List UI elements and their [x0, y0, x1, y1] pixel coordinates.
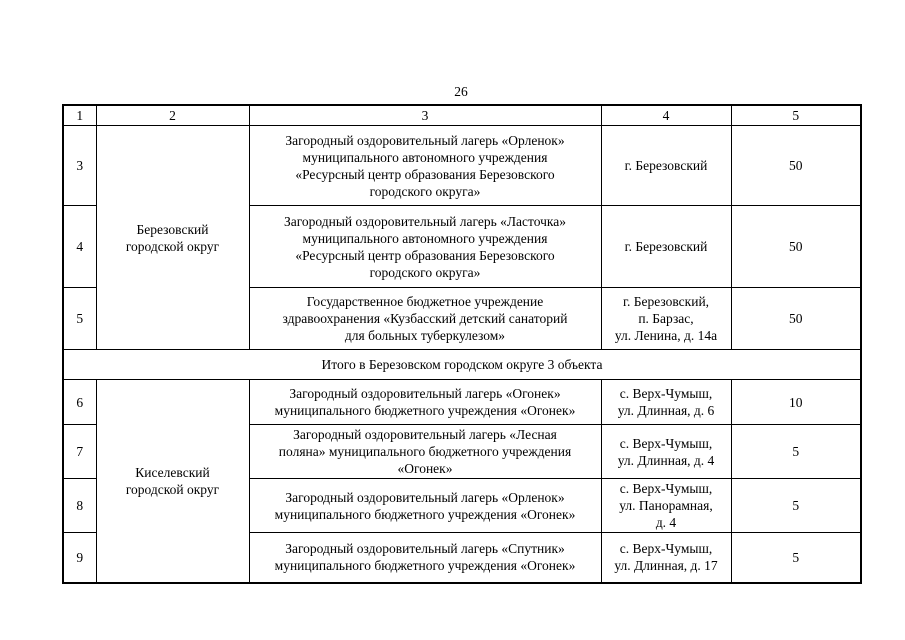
page-number: 26 [454, 84, 468, 99]
facility-capacity: 50 [730, 287, 862, 350]
facility-address: с. Верх-Чумыш, ул. Панорамная, д. 4 [600, 478, 732, 533]
facility-name: Загородный оздоровительный лагерь «Спутн… [248, 532, 602, 583]
table-row: 5 Государственное бюджетное учреждение з… [62, 287, 862, 350]
row-number: 3 [62, 125, 97, 206]
facility-address: с. Верх-Чумыш, ул. Длинная, д. 6 [600, 379, 732, 425]
facility-name: Загородный оздоровительный лагерь «Ласто… [248, 205, 602, 288]
subtotal-cell: Итого в Березовском городском округе 3 о… [62, 349, 862, 380]
table-row: 8 Загородный оздоровительный лагерь «Орл… [62, 478, 862, 533]
facility-capacity: 5 [730, 532, 862, 583]
table-row: 9 Загородный оздоровительный лагерь «Спу… [62, 532, 862, 583]
facility-name: Загородный оздоровительный лагерь «Орлен… [248, 125, 602, 206]
facility-name: Загородный оздоровительный лагерь «Лесна… [248, 424, 602, 479]
row-number: 7 [62, 424, 97, 479]
row-number: 4 [62, 205, 97, 288]
header-cell-2: 2 [95, 104, 250, 126]
header-cell-4: 4 [600, 104, 732, 126]
facility-address: с. Верх-Чумыш, ул. Длинная, д. 17 [600, 532, 732, 583]
table-row: 6 Киселевский городской округ Загородный… [62, 379, 862, 583]
header-cell-3: 3 [248, 104, 602, 126]
facility-address: г. Березовский [600, 125, 732, 206]
facility-capacity: 5 [730, 478, 862, 533]
facility-capacity: 10 [730, 379, 862, 425]
district-cell: Киселевский городской округ [95, 379, 250, 583]
facility-name: Загородный оздоровительный лагерь «Орлен… [248, 478, 602, 533]
table-row: 3 Березовский городской округ Загородный… [62, 125, 862, 350]
facility-capacity: 50 [730, 205, 862, 288]
facilities-table: 1 2 3 4 5 3 Березовский городской округ … [62, 104, 862, 584]
header-cell-5: 5 [730, 104, 862, 126]
facility-capacity: 5 [730, 424, 862, 479]
row-number: 6 [62, 379, 97, 425]
row-number: 9 [62, 532, 97, 583]
row-number: 5 [62, 287, 97, 350]
facility-address: г. Березовский, п. Барзас, ул. Ленина, д… [600, 287, 732, 350]
row-number: 8 [62, 478, 97, 533]
facility-name: Государственное бюджетное учреждение здр… [248, 287, 602, 350]
table-header-row: 1 2 3 4 5 [62, 104, 862, 126]
facility-address: г. Березовский [600, 205, 732, 288]
header-cell-1: 1 [62, 104, 97, 126]
district-cell: Березовский городской округ [95, 125, 250, 350]
facility-name: Загородный оздоровительный лагерь «Огоне… [248, 379, 602, 425]
facility-capacity: 50 [730, 125, 862, 206]
subtotal-row: Итого в Березовском городском округе 3 о… [62, 349, 862, 380]
facility-address: с. Верх-Чумыш, ул. Длинная, д. 4 [600, 424, 732, 479]
table-row: 7 Загородный оздоровительный лагерь «Лес… [62, 424, 862, 479]
